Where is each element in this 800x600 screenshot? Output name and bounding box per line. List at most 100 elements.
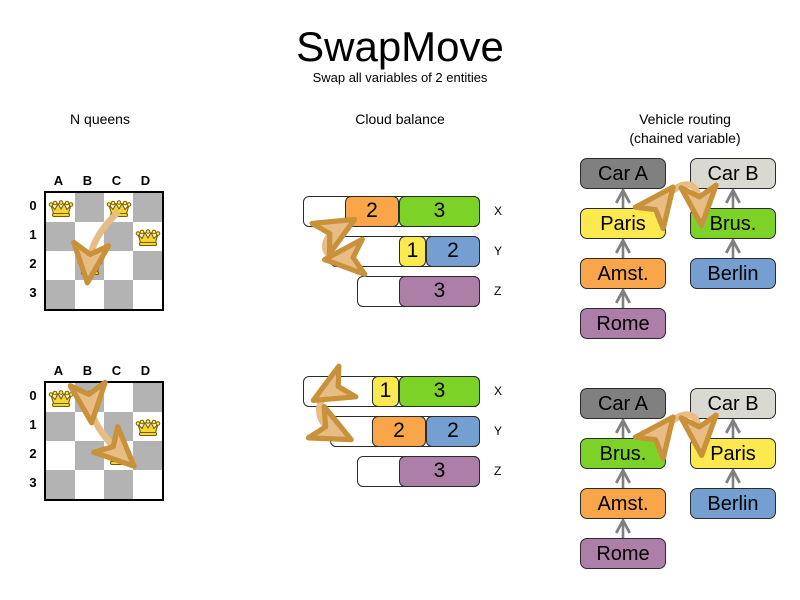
board-cell-c1[interactable]: [104, 412, 133, 441]
board-cell-c2[interactable]: [104, 251, 133, 280]
board-cell-d2[interactable]: [133, 441, 162, 470]
board-cell-b0[interactable]: [75, 383, 104, 412]
board-cell-a0[interactable]: [46, 193, 75, 222]
vrp-node-car-a[interactable]: Car A: [580, 158, 666, 189]
board-row: [46, 280, 162, 309]
board-cell-d0[interactable]: [133, 383, 162, 412]
cloud-computer-label-z: Z: [494, 464, 502, 478]
cloud-process-y-1[interactable]: 2: [372, 416, 426, 447]
cloud-computer-label-y: Y: [494, 244, 503, 258]
vrp-node-paris[interactable]: Paris: [690, 438, 776, 469]
queen-piece-c2[interactable]: [106, 445, 132, 467]
cloud-computer-label-z: Z: [494, 284, 502, 298]
board-cell-c0[interactable]: [104, 193, 133, 222]
queen-piece-b0[interactable]: [77, 387, 103, 409]
board-cell-a2[interactable]: [46, 251, 75, 280]
queen-piece-a0[interactable]: [48, 387, 74, 409]
cloud-process-z-1[interactable]: 3: [399, 276, 480, 307]
board-cell-b1[interactable]: [75, 222, 104, 251]
queen-piece-d1[interactable]: [135, 226, 161, 248]
cloud-process-x-2[interactable]: 3: [399, 196, 480, 227]
vrp-node-rome[interactable]: Rome: [580, 538, 666, 569]
vrp-node-berlin[interactable]: Berlin: [690, 488, 776, 519]
board-row: [46, 470, 162, 499]
board-file-label-b: B: [82, 363, 93, 378]
vrp-node-car-a[interactable]: Car A: [580, 388, 666, 419]
cloud-process-y-2[interactable]: 2: [426, 416, 480, 447]
board-rank-label-0: 0: [29, 388, 37, 403]
board-cell-c1[interactable]: [104, 222, 133, 251]
board-row: [46, 222, 162, 251]
board-cell-a3[interactable]: [46, 280, 75, 309]
chessboard-grid: [44, 381, 164, 501]
vrp-node-brus[interactable]: Brus.: [690, 208, 776, 239]
board-rank-label-2: 2: [29, 256, 37, 271]
vrp-node-amst[interactable]: Amst.: [580, 488, 666, 519]
queen-piece-a0[interactable]: [48, 197, 74, 219]
queen-piece-b2[interactable]: [77, 255, 103, 277]
vrp-connector-layer: [580, 158, 792, 309]
board-row: [46, 441, 162, 470]
cloud-computer-label-x: X: [494, 204, 503, 218]
board-cell-c3[interactable]: [104, 280, 133, 309]
board-cell-b2[interactable]: [75, 441, 104, 470]
board-file-label-a: A: [53, 173, 64, 188]
board-cell-c0[interactable]: [104, 383, 133, 412]
board-rank-label-1: 1: [29, 417, 37, 432]
board-cell-b0[interactable]: [75, 193, 104, 222]
board-cell-a1[interactable]: [46, 412, 75, 441]
board-cell-a0[interactable]: [46, 383, 75, 412]
vrp-heading-line2: (chained variable): [629, 130, 741, 146]
cloud-process-x-1[interactable]: 2: [345, 196, 399, 227]
vrp-node-paris[interactable]: Paris: [580, 208, 666, 239]
board-rank-label-2: 2: [29, 446, 37, 461]
queen-piece-d1[interactable]: [135, 416, 161, 438]
board-cell-b2[interactable]: [75, 251, 104, 280]
board-cell-d1[interactable]: [133, 412, 162, 441]
vrp-node-berlin[interactable]: Berlin: [690, 258, 776, 289]
cloud-process-z-1[interactable]: 3: [399, 456, 480, 487]
vrp-connector-layer: [580, 388, 792, 539]
cloud-computer-label-y: Y: [494, 424, 503, 438]
board-cell-a3[interactable]: [46, 470, 75, 499]
board-cell-d0[interactable]: [133, 193, 162, 222]
board-file-label-d: D: [140, 173, 151, 188]
board-cell-b3[interactable]: [75, 280, 104, 309]
board-rank-label-3: 3: [29, 475, 37, 490]
vrp-node-rome[interactable]: Rome: [580, 308, 666, 339]
page-subtitle: Swap all variables of 2 entities: [312, 70, 488, 85]
vrp-node-car-b[interactable]: Car B: [690, 158, 776, 189]
section-heading-cloud-balance: Cloud balance: [355, 111, 445, 127]
board-cell-d3[interactable]: [133, 470, 162, 499]
board-row: [46, 412, 162, 441]
board-cell-c2[interactable]: [104, 441, 133, 470]
vrp-node-amst[interactable]: Amst.: [580, 258, 666, 289]
board-cell-a2[interactable]: [46, 441, 75, 470]
board-cell-b3[interactable]: [75, 470, 104, 499]
board-cell-c3[interactable]: [104, 470, 133, 499]
cloud-process-x-1[interactable]: 1: [372, 376, 399, 407]
board-cell-b1[interactable]: [75, 412, 104, 441]
section-heading-nqueens: N queens: [70, 111, 130, 127]
queen-piece-c0[interactable]: [106, 197, 132, 219]
board-cell-a1[interactable]: [46, 222, 75, 251]
vrp-node-brus[interactable]: Brus.: [580, 438, 666, 469]
cloud-process-y-2[interactable]: 2: [426, 236, 480, 267]
page-title: SwapMove: [296, 23, 504, 70]
board-cell-d1[interactable]: [133, 222, 162, 251]
cloud-process-x-2[interactable]: 3: [399, 376, 480, 407]
board-cell-d3[interactable]: [133, 280, 162, 309]
board-cell-d2[interactable]: [133, 251, 162, 280]
chessboard-grid: [44, 191, 164, 311]
cloud-process-y-1[interactable]: 1: [399, 236, 426, 267]
vrp-node-car-b[interactable]: Car B: [690, 388, 776, 419]
board-file-label-b: B: [82, 173, 93, 188]
board-file-label-a: A: [53, 363, 64, 378]
